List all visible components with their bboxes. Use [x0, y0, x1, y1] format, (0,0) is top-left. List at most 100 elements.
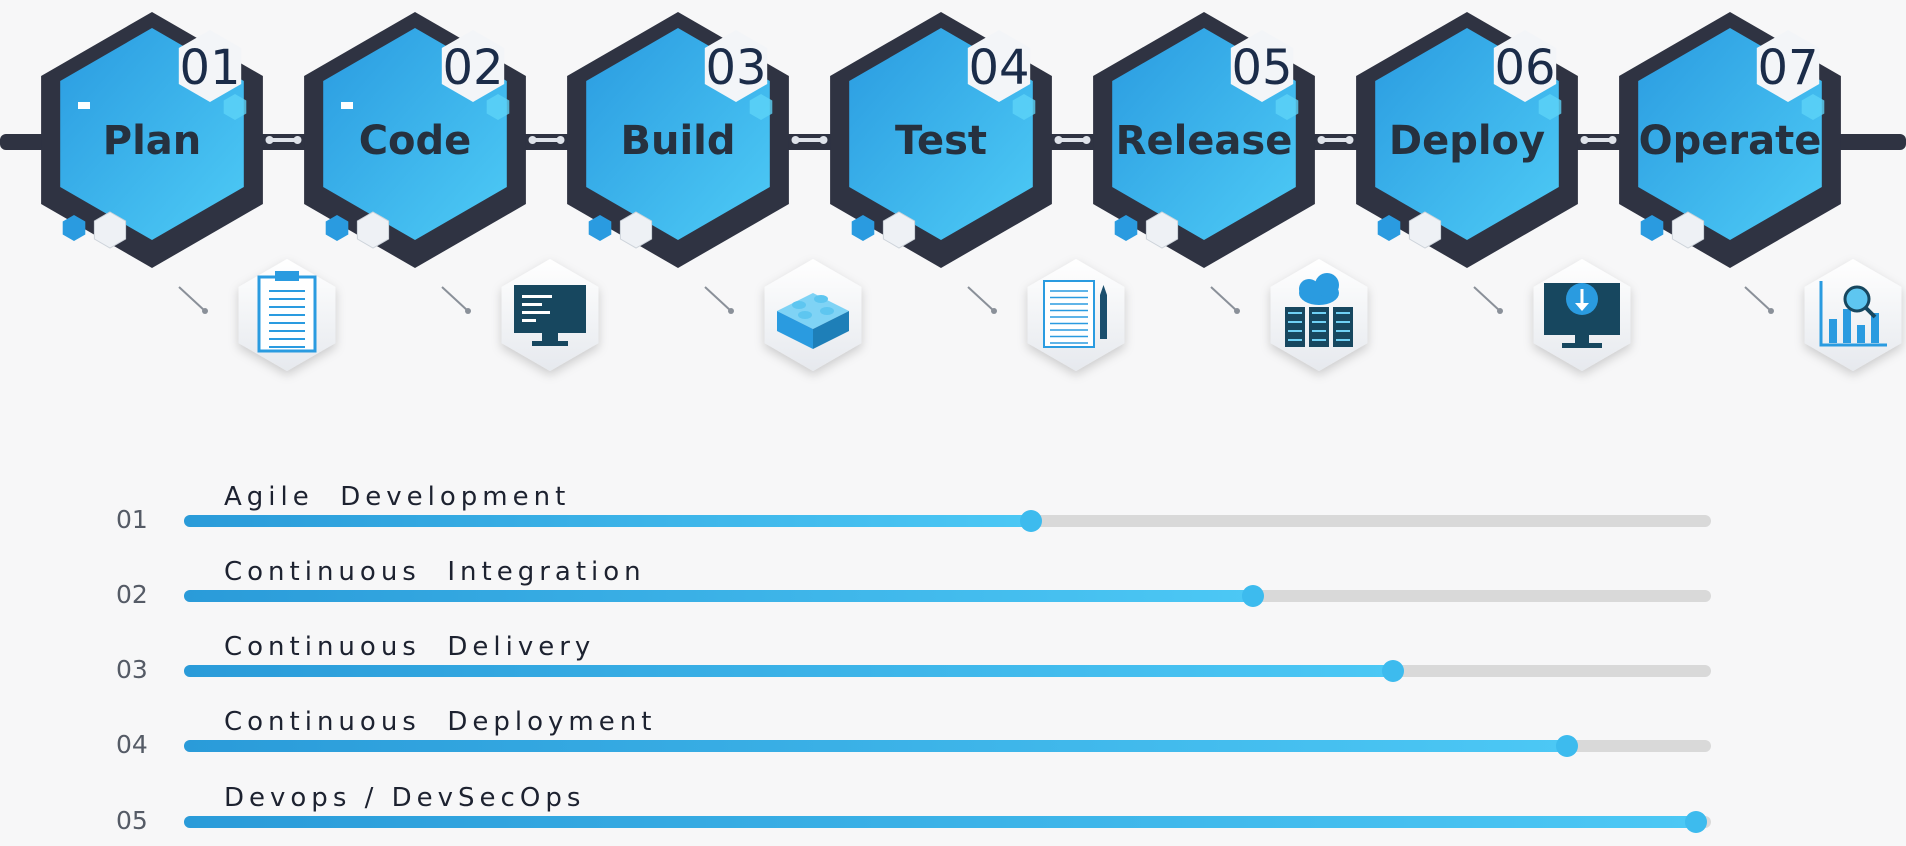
decor-hex-icon	[325, 215, 349, 241]
stage-number: 06	[1494, 40, 1555, 96]
progress-track	[184, 510, 1711, 532]
stage-number-badge	[1756, 30, 1820, 102]
stage-connector	[528, 136, 565, 144]
decor-hex-icon	[749, 94, 773, 120]
stage-label: Operate	[1639, 118, 1822, 164]
decor-hex-icon	[1145, 211, 1179, 249]
stage-connector	[1580, 136, 1617, 144]
decor-hex-icon	[1671, 211, 1705, 249]
progress-knob	[1684, 811, 1707, 833]
decor-hex-icon	[588, 215, 612, 241]
progress-track	[184, 735, 1711, 757]
building-block-icon	[777, 293, 849, 349]
stage-label: Plan	[103, 118, 202, 164]
icon-pointer	[967, 286, 995, 312]
stage-number-badge	[178, 30, 242, 102]
icon-pointer-dot	[1768, 308, 1774, 314]
icon-pointer	[1210, 286, 1238, 312]
cloud-server-icon	[1285, 273, 1353, 347]
decor-hex-icon	[1377, 215, 1401, 241]
icon-pointer	[1744, 286, 1772, 312]
icon-pointer-dot	[991, 308, 997, 314]
decor-hex-icon	[93, 211, 127, 249]
progress-label: Continuous Deployment	[224, 707, 657, 737]
decor-hex-icon	[1640, 215, 1664, 241]
progress-number: 05	[116, 806, 148, 835]
progress-number: 04	[116, 730, 148, 759]
progress-label: Continuous Integration	[224, 557, 646, 587]
stage-number-badge	[441, 30, 505, 102]
progress-fill	[184, 515, 1032, 527]
decor-hex-icon	[62, 215, 86, 241]
progress-number: 03	[116, 655, 148, 684]
progress-track	[184, 585, 1711, 607]
stage-connector	[1054, 136, 1091, 144]
chart-magnifier-icon	[1819, 281, 1887, 347]
decor-dash	[78, 102, 90, 109]
decor-hex-icon	[882, 211, 916, 249]
icon-pointer-dot	[465, 308, 471, 314]
progress-fill	[184, 816, 1696, 828]
decor-hex-icon	[1275, 94, 1299, 120]
progress-knob	[1382, 660, 1405, 682]
decor-hex-icon	[1538, 94, 1562, 120]
icon-badge	[1804, 259, 1902, 371]
progress-track	[184, 660, 1711, 682]
progress-track	[184, 811, 1711, 833]
stage-number-badge	[1493, 30, 1557, 102]
icon-pointer-dot	[1234, 308, 1240, 314]
icon-pointer	[1473, 286, 1501, 312]
stage-number-badge	[1230, 30, 1294, 102]
monitor-download-icon	[1544, 283, 1620, 348]
decor-hex-icon	[1801, 94, 1825, 120]
progress-label: Devops / DevSecOps	[224, 783, 586, 813]
stage-label: Test	[895, 118, 987, 164]
decor-hex-icon	[1012, 94, 1036, 120]
progress-knob	[1020, 510, 1043, 532]
stage-number: 05	[1231, 40, 1292, 96]
icon-pointer	[178, 286, 206, 312]
stage-label: Deploy	[1389, 118, 1545, 164]
document-pencil-icon	[1043, 280, 1107, 348]
stage-number-badge	[967, 30, 1031, 102]
stage-number: 01	[179, 40, 240, 96]
icon-pointer-dot	[202, 308, 208, 314]
progress-fill	[184, 665, 1394, 677]
decor-hex-icon	[356, 211, 390, 249]
decor-hex-icon	[1114, 215, 1138, 241]
stage-number-badge	[704, 30, 768, 102]
decor-hex-icon	[851, 215, 875, 241]
icon-pointer	[441, 286, 469, 312]
progress-label: Continuous Delivery	[224, 632, 596, 662]
decor-hex-icon	[619, 211, 653, 249]
stage-number: 04	[968, 40, 1029, 96]
icon-pointer-dot	[728, 308, 734, 314]
clipboard-icon	[257, 271, 317, 353]
stage-connector	[791, 136, 828, 144]
decor-hex-icon	[223, 94, 247, 120]
stage-label: Release	[1116, 118, 1293, 164]
icon-pointer	[704, 286, 732, 312]
decor-dash	[341, 102, 353, 109]
progress-fill	[184, 740, 1568, 752]
progress-row: 03 Continuous Delivery	[0, 620, 1906, 695]
stage-label: Build	[620, 118, 735, 164]
icon-pointer-dot	[1497, 308, 1503, 314]
stage-number: 03	[705, 40, 766, 96]
stage-number: 02	[442, 40, 503, 96]
decor-hex-icon	[486, 94, 510, 120]
progress-fill	[184, 590, 1253, 602]
progress-number: 01	[116, 505, 148, 534]
stage-connector	[1317, 136, 1354, 144]
stage-connector	[265, 136, 302, 144]
decor-hex-icon	[1408, 211, 1442, 249]
progress-knob	[1241, 585, 1264, 607]
stage-label: Code	[359, 118, 472, 164]
